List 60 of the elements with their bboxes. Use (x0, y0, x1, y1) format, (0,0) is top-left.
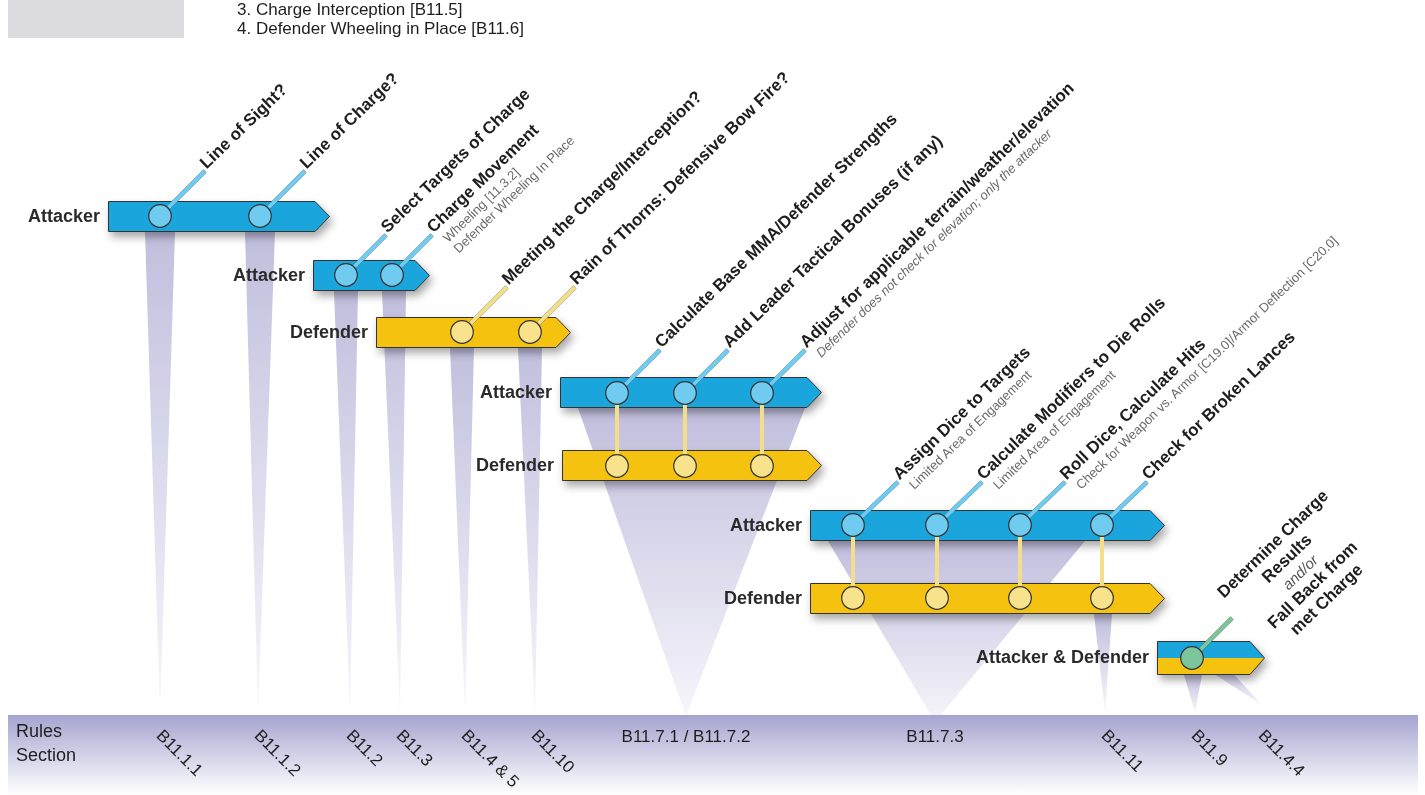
leader-line (624, 348, 662, 386)
lane-label: Defender (289, 321, 368, 343)
leader-line (692, 348, 730, 386)
step-marker (673, 381, 697, 405)
leader-line (537, 285, 577, 325)
leader-line (1100, 537, 1104, 586)
step-marker (1180, 646, 1204, 670)
step-marker (841, 513, 865, 537)
note-text: 4. Defender Wheeling in Place [B11.6] (237, 19, 524, 38)
step-marker (1090, 513, 1114, 537)
leader-line (860, 480, 900, 519)
section-code: B11.7.1 / B11.7.2 (621, 727, 751, 747)
leader-line (769, 348, 807, 386)
arrow-bar (562, 450, 822, 481)
leader-line (1109, 480, 1149, 519)
arrow-bar (108, 201, 330, 232)
leader-line (683, 405, 687, 454)
lane-label: Attacker (729, 514, 802, 536)
step-marker (334, 263, 358, 287)
leader-line (615, 405, 619, 454)
arrow-bar (810, 583, 1165, 614)
step-marker (450, 320, 474, 344)
step-marker (518, 320, 542, 344)
leader-line (167, 169, 207, 209)
axis-title: Rules Section (16, 720, 78, 767)
arrow-bar (810, 510, 1165, 541)
step-marker (1008, 513, 1032, 537)
leader-line (267, 169, 307, 209)
step-marker (148, 204, 172, 228)
step-marker (750, 454, 774, 478)
leader-line (353, 233, 388, 268)
leader-line (469, 285, 509, 325)
leader-line (935, 537, 939, 586)
leader-line (1027, 480, 1067, 519)
lane-label: Attacker (27, 205, 100, 227)
step-marker (673, 454, 697, 478)
lane-label: Attacker (479, 381, 552, 403)
step-marker (248, 204, 272, 228)
step-marker (1008, 586, 1032, 610)
step-marker (750, 381, 774, 405)
leader-line (399, 233, 434, 268)
leader-line (1018, 537, 1022, 586)
step-marker (841, 586, 865, 610)
arrow-bar (560, 377, 822, 408)
step-marker (925, 513, 949, 537)
section-code: B11.7.3 (906, 727, 964, 747)
step-marker (925, 586, 949, 610)
step-marker (605, 381, 629, 405)
leader-line (851, 537, 855, 586)
leader-line (944, 480, 984, 519)
lane-label: Defender (475, 454, 554, 476)
step-marker (380, 263, 404, 287)
note-text: 3. Charge Interception [B11.5] (237, 0, 463, 19)
lane-label: Defender (723, 587, 802, 609)
lane-label: Attacker & Defender (975, 647, 1149, 668)
step-marker (605, 454, 629, 478)
step-marker (1090, 586, 1114, 610)
arrow-bar (376, 317, 571, 348)
arrow-bar (313, 260, 430, 291)
lane-label: Attacker (232, 264, 305, 286)
